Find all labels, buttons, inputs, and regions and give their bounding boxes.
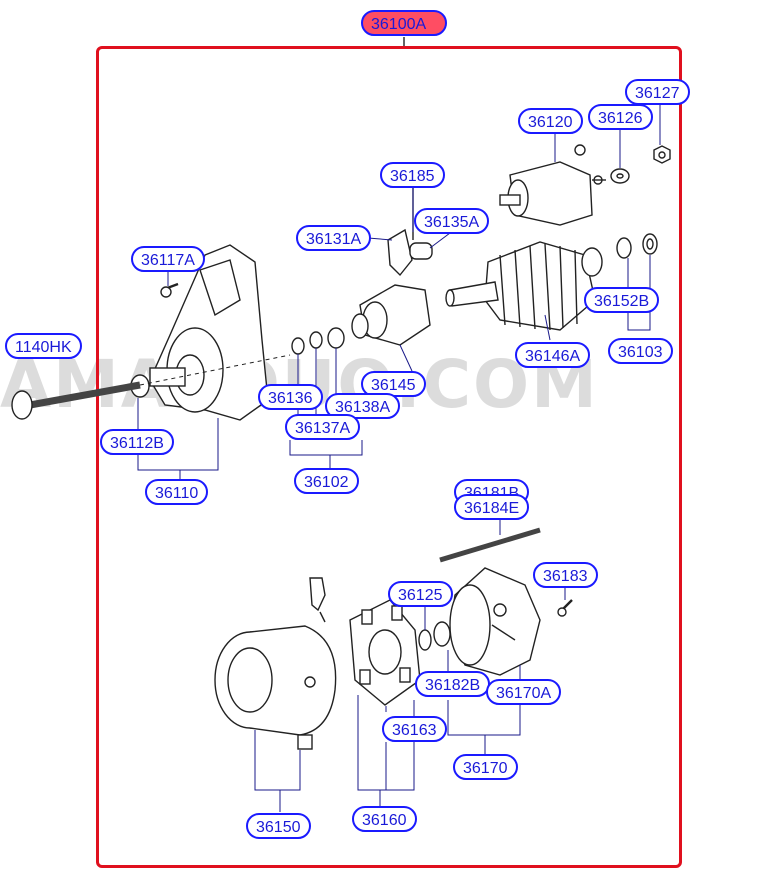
callout-36125[interactable]: 36125: [388, 581, 453, 607]
callout-36146A[interactable]: 36146A: [515, 342, 591, 368]
callout-36184E[interactable]: 36184E: [454, 494, 530, 520]
armature-part: [445, 241, 603, 331]
callout-36170A[interactable]: 36170A: [486, 679, 562, 705]
callout-36160[interactable]: 36160: [352, 806, 417, 832]
callout-36112B[interactable]: 36112B: [100, 429, 174, 455]
nut-part: [653, 145, 671, 164]
drive-housing-part: [130, 244, 269, 421]
solenoid-part: [499, 144, 606, 226]
callout-36150[interactable]: 36150: [246, 813, 311, 839]
callout-36131A[interactable]: 36131A: [296, 225, 372, 251]
callout-36127[interactable]: 36127: [625, 79, 690, 105]
callout-36170[interactable]: 36170: [453, 754, 518, 780]
assembly-frame: [96, 46, 682, 868]
callout-36152B[interactable]: 36152B: [584, 287, 660, 313]
callout-36135A[interactable]: 36135A: [414, 208, 490, 234]
lever-part: [387, 228, 413, 277]
rear-cover-part: [449, 567, 541, 676]
callout-1140HK[interactable]: 1140HK: [5, 333, 82, 359]
assembly-label-36100A[interactable]: 36100A: [361, 10, 447, 36]
callout-36185[interactable]: 36185: [380, 162, 445, 188]
callout-36163[interactable]: 36163: [382, 716, 447, 742]
callout-36126[interactable]: 36126: [588, 104, 653, 130]
callout-36110[interactable]: 36110: [145, 479, 209, 505]
callout-36117A[interactable]: 36117A: [131, 246, 205, 272]
callout-36183[interactable]: 36183: [533, 562, 598, 588]
brush-holder-part: [349, 599, 421, 706]
yoke-part: [214, 577, 337, 750]
callout-36103[interactable]: 36103: [608, 338, 673, 364]
callout-36145[interactable]: 36145: [361, 371, 426, 397]
callout-36102[interactable]: 36102: [294, 468, 359, 494]
callout-36137A[interactable]: 36137A: [285, 414, 361, 440]
callout-36182B[interactable]: 36182B: [415, 671, 491, 697]
washer-part: [610, 168, 630, 184]
callout-36136[interactable]: 36136: [258, 384, 323, 410]
callout-36120[interactable]: 36120: [518, 108, 583, 134]
